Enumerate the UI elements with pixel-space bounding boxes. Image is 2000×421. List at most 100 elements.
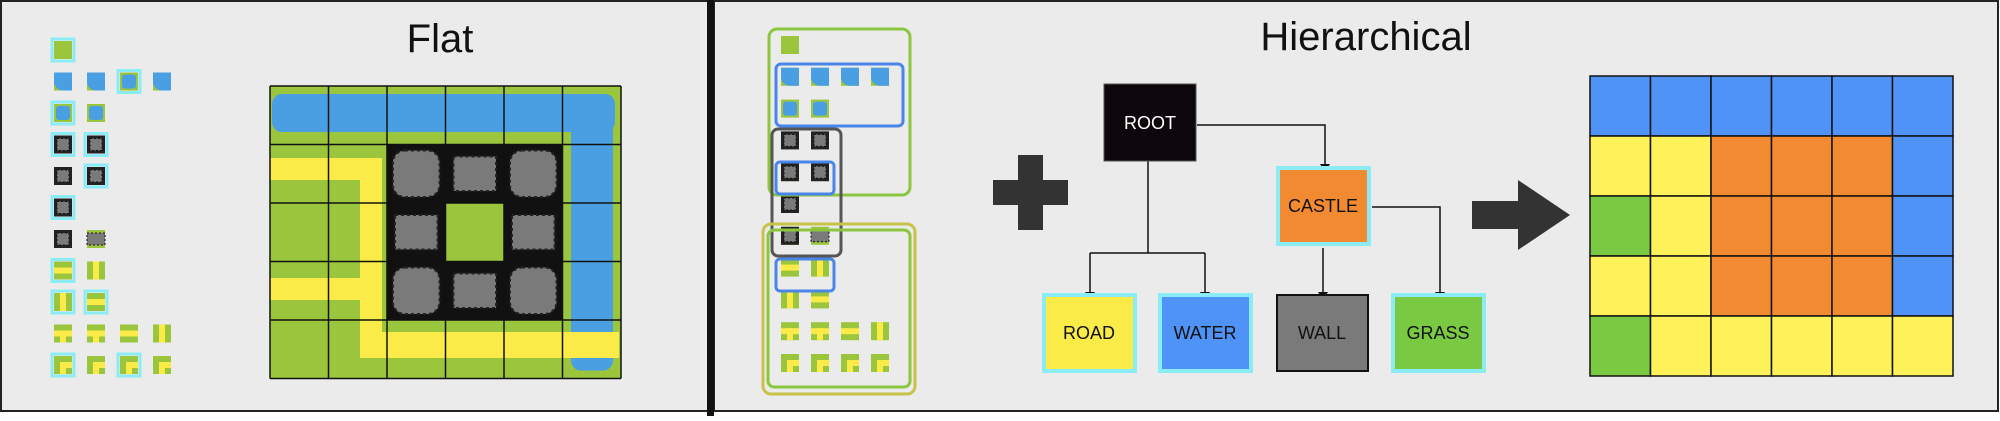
tile-road <box>93 362 105 374</box>
tile <box>781 36 799 54</box>
tile-highlight <box>83 289 109 315</box>
tile-road <box>817 258 823 277</box>
tile-wall <box>813 165 827 179</box>
result-cell-water <box>1891 255 1954 317</box>
flat-map <box>269 85 622 380</box>
tile-road <box>787 290 793 309</box>
tile-highlight <box>50 100 76 126</box>
road-group-outer-box <box>761 222 917 396</box>
result-cell-road <box>1770 315 1833 377</box>
tile-water <box>54 72 72 91</box>
flat-map-tower <box>509 266 558 315</box>
result-cell-castle <box>1770 135 1833 197</box>
flat-map-tower <box>509 149 558 198</box>
result-cell-road <box>1649 255 1712 317</box>
tile-road <box>817 360 829 372</box>
root-node: ROOT <box>1103 83 1197 162</box>
result-cell-road <box>1589 135 1652 197</box>
tile-highlight <box>50 37 76 63</box>
flat-map-wall-segment <box>452 155 497 192</box>
tile-water <box>122 74 136 89</box>
flat-map-water-top <box>272 94 615 132</box>
tile-wall <box>56 169 70 183</box>
tile-highlight <box>50 195 76 220</box>
panel-divider <box>707 0 714 416</box>
tile-wall <box>783 165 797 179</box>
flat-map-road-bottom <box>360 332 619 358</box>
tile-road <box>60 362 72 374</box>
result-cell-water <box>1891 195 1954 257</box>
tile-water <box>871 67 889 86</box>
tile-road <box>60 330 66 343</box>
tile-road <box>87 299 105 305</box>
flat-map-wall-segment <box>394 214 439 251</box>
result-cell-grass <box>1589 195 1652 257</box>
tile-highlight <box>83 132 109 157</box>
flat-map-tower <box>392 266 441 315</box>
result-cell-road <box>1649 195 1712 257</box>
result-cell-road <box>1891 315 1954 377</box>
road-node: ROAD <box>1042 293 1137 373</box>
water-node-label: WATER <box>1174 323 1237 343</box>
result-cell-water <box>1891 135 1954 197</box>
tile-water <box>811 67 829 86</box>
tile-highlight <box>83 163 109 189</box>
grass-node-label: GRASS <box>1406 323 1469 343</box>
tile-road <box>159 362 171 374</box>
flat-map-tower <box>392 149 441 198</box>
tile-wall <box>56 232 70 246</box>
result-cell-castle <box>1710 195 1773 257</box>
tile-wall <box>86 232 106 246</box>
result-cell-castle <box>1831 135 1894 197</box>
result-cell-castle <box>1710 255 1773 317</box>
tile-wall <box>783 229 797 243</box>
flat-map-road-vertical <box>360 158 382 354</box>
hierarchical-tile-palette <box>781 36 889 372</box>
tile-road <box>787 360 799 372</box>
tile-road <box>877 360 889 372</box>
tile-water <box>56 106 70 120</box>
tile-road <box>93 261 99 280</box>
tile-wall <box>89 138 103 151</box>
result-cell-castle <box>1770 255 1833 317</box>
flat-title: Flat <box>407 17 474 61</box>
result-grid <box>1589 75 1954 377</box>
tile-wall <box>56 201 70 214</box>
result-cell-road <box>1831 315 1894 377</box>
tile-highlight <box>116 352 142 378</box>
tile-road <box>54 267 72 274</box>
wall-node: WALL <box>1276 294 1369 372</box>
tile-wall <box>56 138 70 151</box>
tile-highlight <box>50 352 76 378</box>
result-cell-road <box>1589 255 1652 317</box>
castle-node: CASTLE <box>1276 166 1371 246</box>
tile-water <box>841 67 859 86</box>
result-cell-castle <box>1831 255 1894 317</box>
tile-water <box>87 72 105 91</box>
tile-water <box>781 67 799 86</box>
result-cell-water <box>1770 75 1833 137</box>
tile-highlight <box>116 69 142 94</box>
water-node: WATER <box>1158 293 1253 373</box>
water-group-box <box>774 62 905 128</box>
flat-tile-palette <box>50 37 171 378</box>
result-cell-road <box>1649 315 1712 377</box>
tile-road <box>60 293 66 311</box>
tile-road <box>847 360 859 372</box>
wall-water-group-box <box>774 160 836 196</box>
result-cell-road <box>1649 135 1712 197</box>
result-cell-road <box>1710 315 1773 377</box>
result-cell-water <box>1831 75 1894 137</box>
result-cell-castle <box>1831 195 1894 257</box>
tile-highlight <box>50 258 76 283</box>
flat-map-water-right <box>571 94 613 371</box>
plus-icon <box>993 155 1068 230</box>
wall-node-label: WALL <box>1298 323 1346 343</box>
root-node-label: ROOT <box>1124 113 1176 133</box>
result-cell-castle <box>1770 195 1833 257</box>
flat-map-wall-segment <box>452 272 497 309</box>
tile-water <box>89 106 103 120</box>
tile-road <box>120 330 138 337</box>
